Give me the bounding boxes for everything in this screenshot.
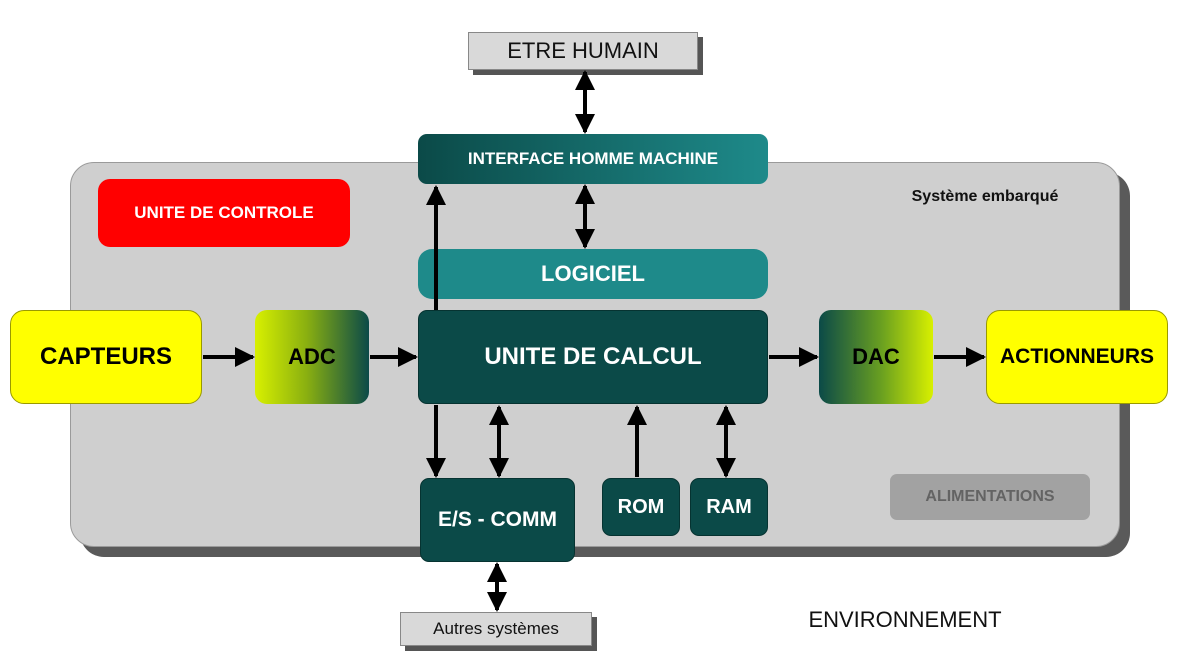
- power-block: ALIMENTATIONS: [890, 474, 1090, 520]
- actuators-block: ACTIONNEURS: [986, 310, 1168, 404]
- adc-block: ADC: [255, 310, 369, 404]
- control-unit-block: UNITE DE CONTROLE: [98, 179, 350, 247]
- software-block: LOGICIEL: [418, 249, 768, 299]
- other-systems-box: Autres systèmes: [400, 612, 592, 646]
- system-label: Système embarqué: [911, 188, 1059, 205]
- ram-block: RAM: [690, 478, 768, 536]
- dac-block: DAC: [819, 310, 933, 404]
- hmi-block: INTERFACE HOMME MACHINE: [418, 134, 768, 184]
- human-box: ETRE HUMAIN: [468, 32, 698, 70]
- rom-block: ROM: [602, 478, 680, 536]
- io-comm-block: E/S - COMM: [420, 478, 575, 562]
- sensors-block: CAPTEURS: [10, 310, 202, 404]
- environment-label: ENVIRONNEMENT: [808, 607, 1002, 632]
- cpu-block: UNITE DE CALCUL: [418, 310, 768, 404]
